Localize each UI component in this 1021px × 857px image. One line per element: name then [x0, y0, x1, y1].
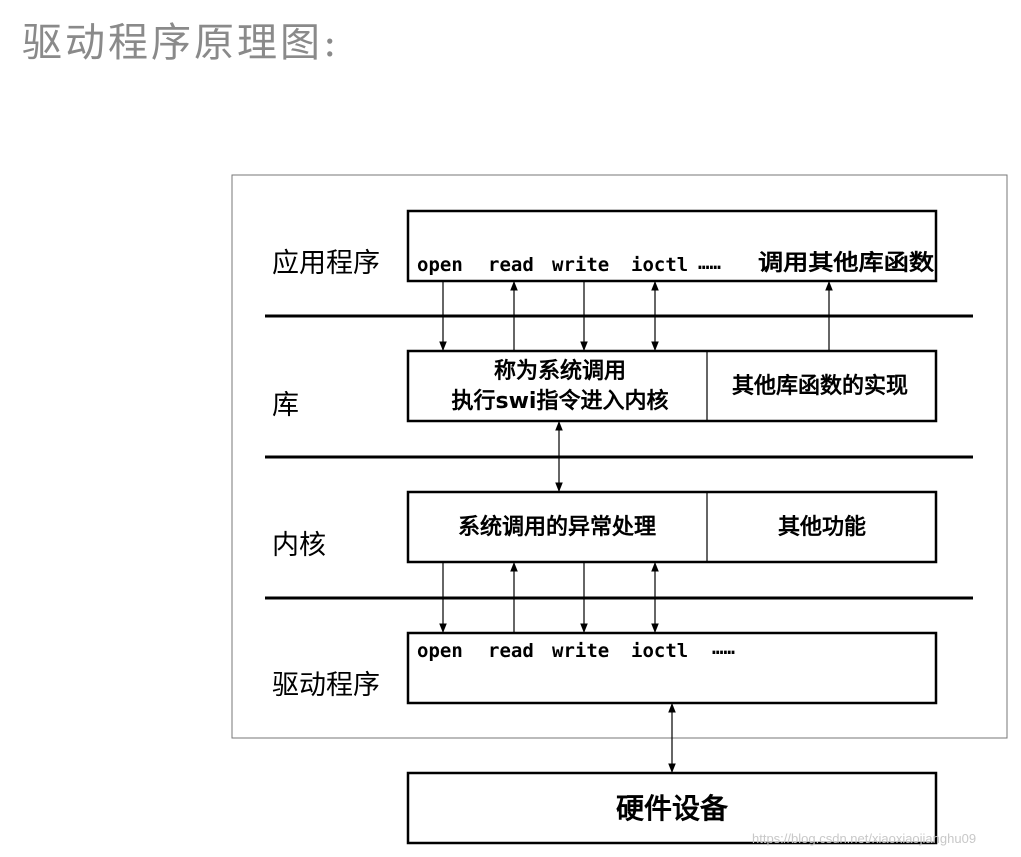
hardware-label: 硬件设备 [616, 792, 729, 825]
app-box [406, 209, 938, 283]
app-call-open: open [417, 254, 463, 276]
app-ellipsis: …… [698, 252, 721, 274]
hardware-box [406, 771, 938, 845]
layer-label-driver: 驱动程序 [272, 670, 380, 701]
app-other-calls: 调用其他库函数 [758, 250, 935, 276]
app-call-write: write [552, 254, 609, 276]
lib-syscall-line1: 称为系统调用 [494, 358, 626, 384]
kernel-other-functions: 其他功能 [778, 514, 866, 540]
driver-ellipsis: …… [712, 637, 735, 659]
layer-label-kernel: 内核 [272, 530, 326, 561]
app-call-read: read [488, 254, 534, 276]
driver-call-write: write [552, 640, 609, 662]
kernel-box [406, 490, 938, 564]
layer-label-app: 应用程序 [272, 248, 380, 279]
lib-other-impl: 其他库函数的实现 [732, 373, 908, 399]
kernel-exception-handling: 系统调用的异常处理 [458, 514, 656, 540]
lib-box [406, 349, 938, 423]
page-title: 驱动程序原理图: [22, 20, 340, 66]
driver-call-read: read [488, 640, 534, 662]
app-call-ioctl: ioctl [631, 254, 688, 276]
layer-label-lib: 库 [272, 390, 299, 421]
system-frame [231, 174, 1008, 739]
watermark: https://blog.csdn.net/xiaoxiaojianghu09 [752, 831, 976, 846]
driver-call-ioctl: ioctl [631, 640, 688, 662]
driver-box [406, 631, 938, 705]
lib-syscall-line2: 执行swi指令进入内核 [452, 388, 669, 414]
driver-call-open: open [417, 640, 463, 662]
